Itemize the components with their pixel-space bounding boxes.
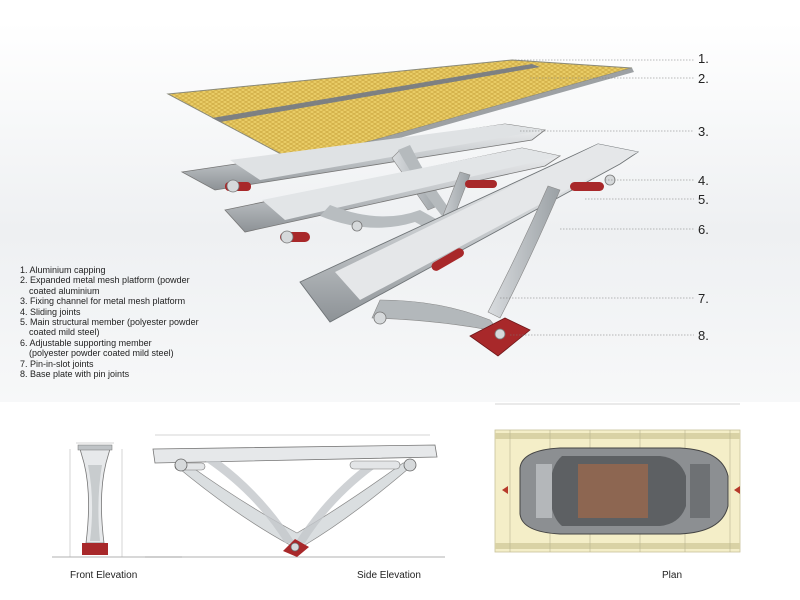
- callout-leaders: [500, 59, 694, 336]
- front-elevation-caption: Front Elevation: [70, 570, 138, 581]
- callout-label-2: 2.: [698, 71, 709, 86]
- legend-item: 5. Main structural member (polyester pow…: [20, 317, 199, 328]
- car-silhouette: [519, 447, 729, 535]
- legend-item: coated aluminium: [29, 285, 100, 296]
- legend-item: 2. Expanded metal mesh platform (powder: [20, 275, 190, 286]
- mesh-platform: [166, 59, 634, 166]
- callout-label-3: 3.: [698, 124, 709, 139]
- callout-label-6: 6.: [698, 222, 709, 237]
- callout-label-7: 7.: [698, 291, 709, 306]
- beam-front: [299, 143, 640, 357]
- legend-item: 8. Base plate with pin joints: [20, 369, 130, 380]
- callout-label-8: 8.: [698, 328, 709, 343]
- plan-drawing: [494, 403, 741, 553]
- callout-label-1: 1.: [698, 51, 709, 66]
- legend-item: (polyester powder coated mild steel): [29, 348, 174, 359]
- callout-label-5: 5.: [698, 192, 709, 207]
- legend-item: 4. Sliding joints: [20, 306, 81, 317]
- carport-3d-render: [0, 22, 800, 402]
- side-elevation-caption: Side Elevation: [357, 570, 421, 581]
- legend-item: 7. Pin-in-slot joints: [20, 358, 94, 369]
- side-elevation-drawing: [145, 434, 445, 558]
- legend-item: 1. Aluminium capping: [20, 265, 106, 275]
- component-legend: 1. Aluminium capping 2. Expanded metal m…: [20, 265, 220, 379]
- legend-item: 3. Fixing channel for metal mesh platfor…: [20, 296, 186, 307]
- callout-label-4: 4.: [698, 173, 709, 188]
- plan-caption: Plan: [662, 570, 683, 581]
- legend-item: coated mild steel): [29, 327, 100, 338]
- legend-item: 6. Adjustable supporting member: [20, 337, 152, 348]
